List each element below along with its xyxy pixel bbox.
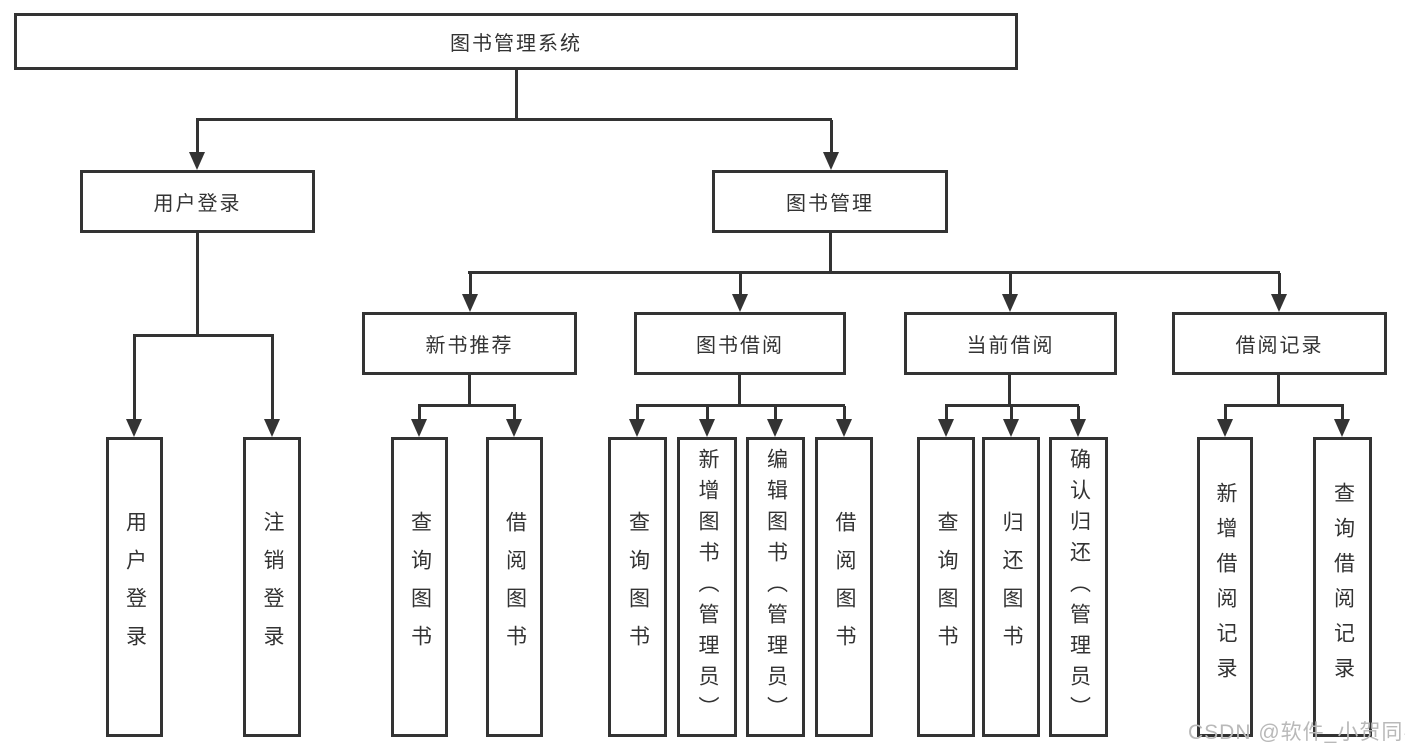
leaf-bb-add-book-label: 新增图书（管理员）: [696, 447, 719, 727]
node-book-management: 图书管理: [712, 170, 948, 233]
leaf-cb-query-book-label: 查询图书: [935, 511, 958, 663]
connector-root-branch: [196, 118, 832, 121]
connector-to-bb-query: [636, 406, 639, 419]
leaf-cb-confirm-return: 确认归还（管理员）: [1049, 437, 1108, 737]
node-book-borrow-label: 图书借阅: [696, 335, 784, 357]
connector-book-management-branch: [468, 271, 1280, 274]
node-borrow-records-label: 借阅记录: [1235, 335, 1324, 357]
connector-user-login-branch: [133, 334, 274, 337]
leaf-bb-borrow-book: 借阅图书: [815, 437, 873, 737]
leaf-bb-edit-book: 编辑图书（管理员）: [746, 437, 805, 737]
leaf-bb-borrow-book-label: 借阅图书: [833, 511, 856, 663]
leaf-logout-label: 注销登录: [261, 511, 284, 663]
arrowhead-user-login: [189, 152, 205, 170]
leaf-br-add-record: 新增借阅记录: [1197, 437, 1253, 737]
leaf-bb-add-book: 新增图书（管理员）: [677, 437, 737, 737]
connector-current-borrow-stem: [1008, 375, 1011, 406]
arrowhead-cb-return: [1003, 419, 1019, 437]
leaf-user-login: 用户登录: [106, 437, 163, 737]
connector-to-current-borrow: [1009, 273, 1012, 294]
connector-book-borrow-stem: [738, 375, 741, 406]
connector-to-bb-edit: [774, 406, 777, 419]
connector-to-bb-add: [706, 406, 709, 419]
connector-to-user-login: [196, 120, 199, 152]
connector-to-nb-query: [418, 406, 421, 419]
arrowhead-bb-borrow: [836, 419, 852, 437]
connector-to-leaf-logout: [271, 336, 274, 419]
leaf-nb-query-book-label: 查询图书: [408, 511, 432, 663]
arrowhead-br-add: [1217, 419, 1233, 437]
node-book-management-label: 图书管理: [786, 193, 874, 215]
leaf-bb-query-book: 查询图书: [608, 437, 667, 737]
connector-root-stem: [515, 68, 518, 119]
arrowhead-book-management: [823, 152, 839, 170]
node-new-book-recommend: 新书推荐: [362, 312, 577, 375]
connector-book-management-stem: [829, 233, 832, 273]
arrowhead-br-query: [1334, 419, 1350, 437]
leaf-logout: 注销登录: [243, 437, 301, 737]
arrowhead-leaf-logout: [264, 419, 280, 437]
connector-borrow-records-stem: [1277, 375, 1280, 406]
leaf-br-query-record: 查询借阅记录: [1313, 437, 1372, 737]
node-user-login-label: 用户登录: [153, 193, 242, 215]
leaf-br-add-record-label: 新增借阅记录: [1214, 482, 1237, 692]
leaf-br-query-record-label: 查询借阅记录: [1331, 482, 1355, 692]
connector-borrow-records-branch: [1224, 404, 1344, 407]
leaf-nb-borrow-book-label: 借阅图书: [503, 511, 527, 663]
connector-current-borrow-branch: [945, 404, 1079, 407]
connector-to-br-add: [1224, 406, 1227, 419]
node-new-book-recommend-label: 新书推荐: [425, 335, 514, 357]
node-user-login: 用户登录: [80, 170, 315, 233]
arrowhead-new-book-recommend: [462, 294, 478, 312]
leaf-nb-query-book: 查询图书: [391, 437, 448, 737]
arrowhead-cb-query: [938, 419, 954, 437]
arrowhead-nb-query: [411, 419, 427, 437]
connector-new-book-stem: [468, 375, 471, 406]
node-current-borrow: 当前借阅: [904, 312, 1117, 375]
arrowhead-leaf-user-login: [126, 419, 142, 437]
node-current-borrow-label: 当前借阅: [966, 335, 1055, 357]
csdn-watermark: CSDN @软件_小贺同学: [1188, 721, 1405, 744]
node-root-label: 图书管理系统: [450, 33, 582, 55]
node-borrow-records: 借阅记录: [1172, 312, 1387, 375]
node-book-borrow: 图书借阅: [634, 312, 846, 375]
connector-book-borrow-branch: [636, 404, 845, 407]
connector-to-br-query: [1341, 406, 1344, 419]
connector-to-book-borrow: [739, 273, 742, 294]
connector-to-cb-return: [1010, 406, 1013, 419]
arrowhead-bb-add: [699, 419, 715, 437]
arrowhead-current-borrow: [1002, 294, 1018, 312]
leaf-cb-confirm-return-label: 确认归还（管理员）: [1067, 447, 1091, 727]
connector-to-cb-confirm: [1077, 406, 1080, 419]
leaf-cb-return-book-label: 归还图书: [1000, 511, 1023, 663]
arrowhead-book-borrow: [732, 294, 748, 312]
connector-to-book-management: [830, 120, 833, 152]
connector-to-bb-borrow: [843, 406, 846, 419]
connector-to-nb-borrow: [513, 406, 516, 419]
leaf-bb-edit-book-label: 编辑图书（管理员）: [764, 447, 788, 727]
node-root: 图书管理系统: [14, 13, 1018, 70]
leaf-user-login-label: 用户登录: [123, 511, 147, 663]
leaf-cb-query-book: 查询图书: [917, 437, 975, 737]
connector-to-cb-query: [945, 406, 948, 419]
arrowhead-bb-edit: [767, 419, 783, 437]
connector-to-borrow-records: [1278, 273, 1281, 294]
arrowhead-nb-borrow: [506, 419, 522, 437]
connector-user-login-stem: [196, 233, 199, 336]
leaf-bb-query-book-label: 查询图书: [626, 511, 650, 663]
connector-new-book-branch: [418, 404, 516, 407]
leaf-nb-borrow-book: 借阅图书: [486, 437, 543, 737]
arrowhead-bb-query: [629, 419, 645, 437]
leaf-cb-return-book: 归还图书: [982, 437, 1040, 737]
connector-to-leaf-user-login: [133, 336, 136, 419]
connector-to-new-book-recommend: [469, 273, 472, 294]
arrowhead-borrow-records: [1271, 294, 1287, 312]
arrowhead-cb-confirm: [1070, 419, 1086, 437]
